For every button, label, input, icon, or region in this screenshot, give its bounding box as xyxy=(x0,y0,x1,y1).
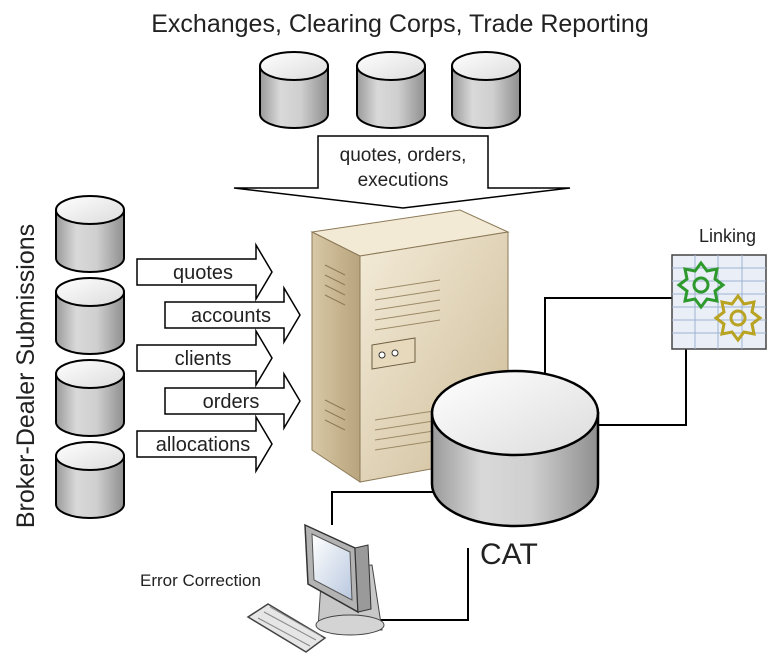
arrow-accounts: accounts xyxy=(164,285,301,345)
top-down-arrow: quotes, orders, executions xyxy=(233,135,571,209)
arrow-accounts-label: accounts xyxy=(191,305,271,327)
top-title: Exchanges, Clearing Corps, Trade Reporti… xyxy=(151,10,649,38)
top-arrow-label-2: executions xyxy=(358,170,449,191)
error-correction-label: Error Correction xyxy=(140,571,261,590)
broker-db-1 xyxy=(55,195,125,273)
arrow-quotes: quotes xyxy=(136,242,273,302)
left-title: Broker-Dealer Submissions xyxy=(12,224,40,528)
cat-database xyxy=(430,369,600,528)
exchange-db-3 xyxy=(451,51,521,129)
linking-label: Linking xyxy=(699,226,756,246)
broker-db-3 xyxy=(55,359,125,437)
broker-db-2 xyxy=(55,277,125,355)
arrow-quotes-label: quotes xyxy=(173,262,233,284)
top-arrow-label-1: quotes, orders, xyxy=(340,145,467,166)
arrow-clients-label: clients xyxy=(175,348,232,370)
exchange-db-2 xyxy=(356,51,426,129)
keyboard xyxy=(246,603,327,653)
exchange-db-1 xyxy=(259,51,329,129)
arrow-clients: clients xyxy=(136,328,273,388)
arrow-orders-label: orders xyxy=(203,391,260,413)
arrow-allocations: allocations xyxy=(136,414,273,474)
broker-db-4 xyxy=(55,441,125,519)
arrow-orders: orders xyxy=(164,371,301,431)
cat-label: CAT xyxy=(480,538,538,571)
arrow-allocations-label: allocations xyxy=(156,434,251,456)
computer-icon xyxy=(246,523,385,653)
